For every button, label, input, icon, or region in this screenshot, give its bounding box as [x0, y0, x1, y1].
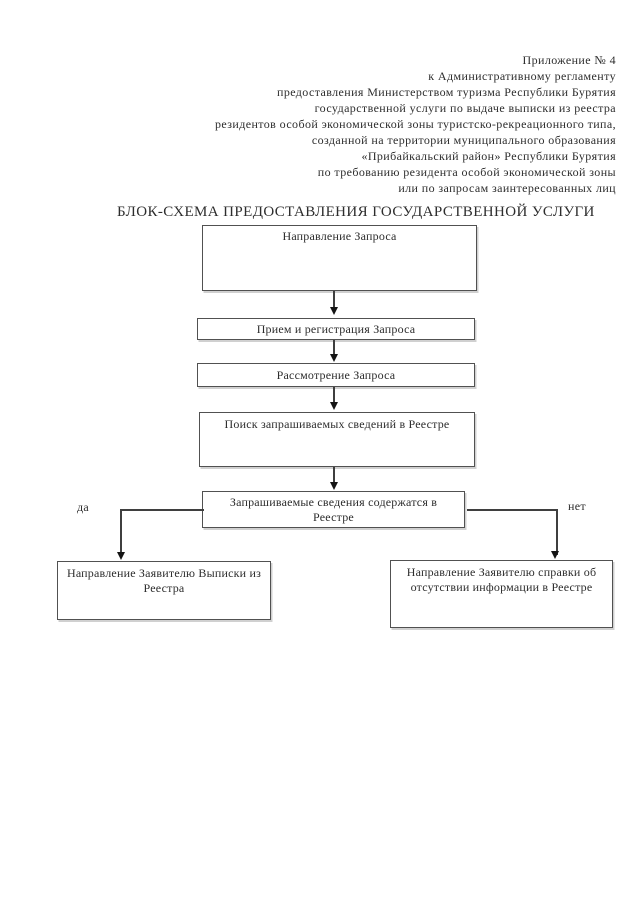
arrow-down-icon [117, 552, 125, 560]
flow-node-request-review: Рассмотрение Запроса [197, 363, 475, 387]
appendix-header-line: предоставления Министерством туризма Рес… [277, 85, 616, 99]
arrow-down-icon [330, 402, 338, 410]
connector-line [333, 467, 335, 482]
connector-line [333, 340, 335, 354]
flow-node-request-reception: Прием и регистрация Запроса [197, 318, 475, 340]
appendix-header-line: Приложение № 4 [522, 53, 616, 67]
branch-label-yes: да [77, 500, 90, 514]
flow-node-outcome-extract: Направление Заявителю Выписки из Реестра [57, 561, 271, 620]
appendix-header-line: государственной услуги по выдаче выписки… [314, 101, 616, 115]
appendix-header-line: резидентов особой экономической зоны тур… [214, 117, 616, 131]
arrow-down-icon [330, 482, 338, 490]
appendix-header: Приложение № 4 к Административному регла… [215, 52, 616, 196]
flow-node-decision-in-registry: Запрашиваемые сведения содержатся в Реес… [202, 491, 465, 528]
connector-line [333, 291, 335, 307]
flow-node-request-sending: Направление Запроса [202, 225, 477, 291]
appendix-header-line: «Прибайкальский район» Республики Буряти… [361, 149, 616, 163]
flow-node-registry-search: Поиск запрашиваемых сведений в Реестре [199, 412, 475, 467]
connector-line [333, 387, 335, 402]
appendix-header-line: созданной на территории муниципального о… [311, 133, 616, 147]
appendix-header-line: или по запросам заинтересованных лиц [398, 181, 616, 195]
page-title: БЛОК-СХЕМА ПРЕДОСТАВЛЕНИЯ ГОСУДАРСТВЕННО… [117, 204, 595, 220]
appendix-header-line: по требованию резидента особой экономиче… [317, 165, 616, 179]
appendix-header-line: к Административному регламенту [428, 69, 616, 83]
connector-elbow-no [467, 509, 558, 555]
connector-elbow-yes [120, 509, 204, 555]
flow-node-outcome-no-info: Направление Заявителю справки об отсутст… [390, 560, 613, 628]
branch-label-no: нет [568, 499, 586, 513]
arrow-down-icon [330, 307, 338, 315]
arrow-down-icon [330, 354, 338, 362]
arrow-down-icon [551, 551, 559, 559]
